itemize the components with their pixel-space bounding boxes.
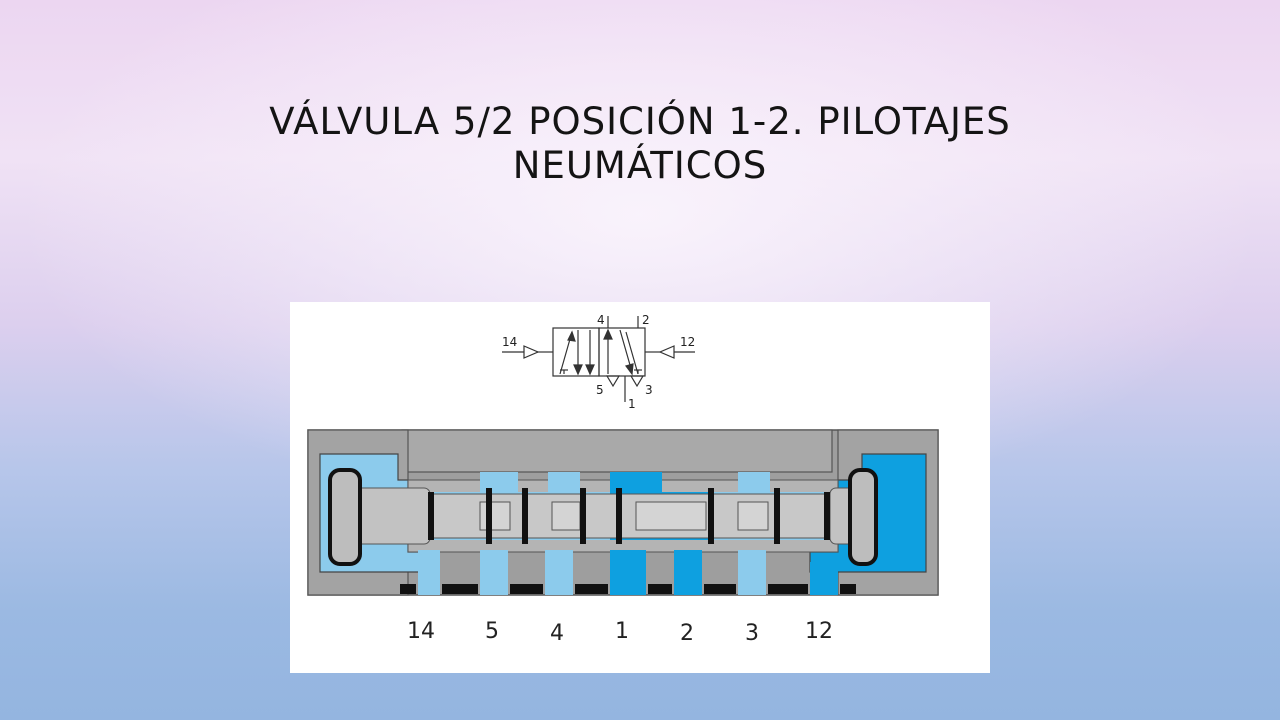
port-label-2: 2: [680, 621, 694, 646]
spool: [349, 487, 871, 545]
slide-title: VÁLVULA 5/2 POSICIÓN 1-2. PILOTAJES NEUM…: [269, 100, 1011, 187]
valve-cross-section: [307, 429, 939, 596]
port-label-12: 12: [805, 619, 833, 644]
port-label-3: 3: [745, 621, 759, 646]
valve-diagram: 14 12 4 2 5 3 1: [290, 302, 990, 673]
symbol-port-2-label: 2: [642, 313, 650, 327]
port-label-14: 14: [407, 619, 435, 644]
symbol-port-3-label: 3: [645, 383, 653, 397]
symbol-pilot-right-label: 12: [680, 335, 695, 349]
iso-valve-symbol: [502, 316, 695, 402]
symbol-port-5-label: 5: [596, 383, 604, 397]
left-pilot-piston: [328, 468, 362, 566]
port-label-4: 4: [550, 621, 564, 646]
port-label-5: 5: [485, 619, 499, 644]
valve-diagram-svg: 14 12 4 2 5 3 1: [307, 313, 939, 646]
right-pilot-piston: [848, 468, 878, 566]
port-label-1: 1: [615, 619, 629, 644]
symbol-pilot-left-label: 14: [502, 335, 517, 349]
symbol-port-4-label: 4: [597, 313, 605, 327]
symbol-port-1-label: 1: [628, 397, 636, 411]
